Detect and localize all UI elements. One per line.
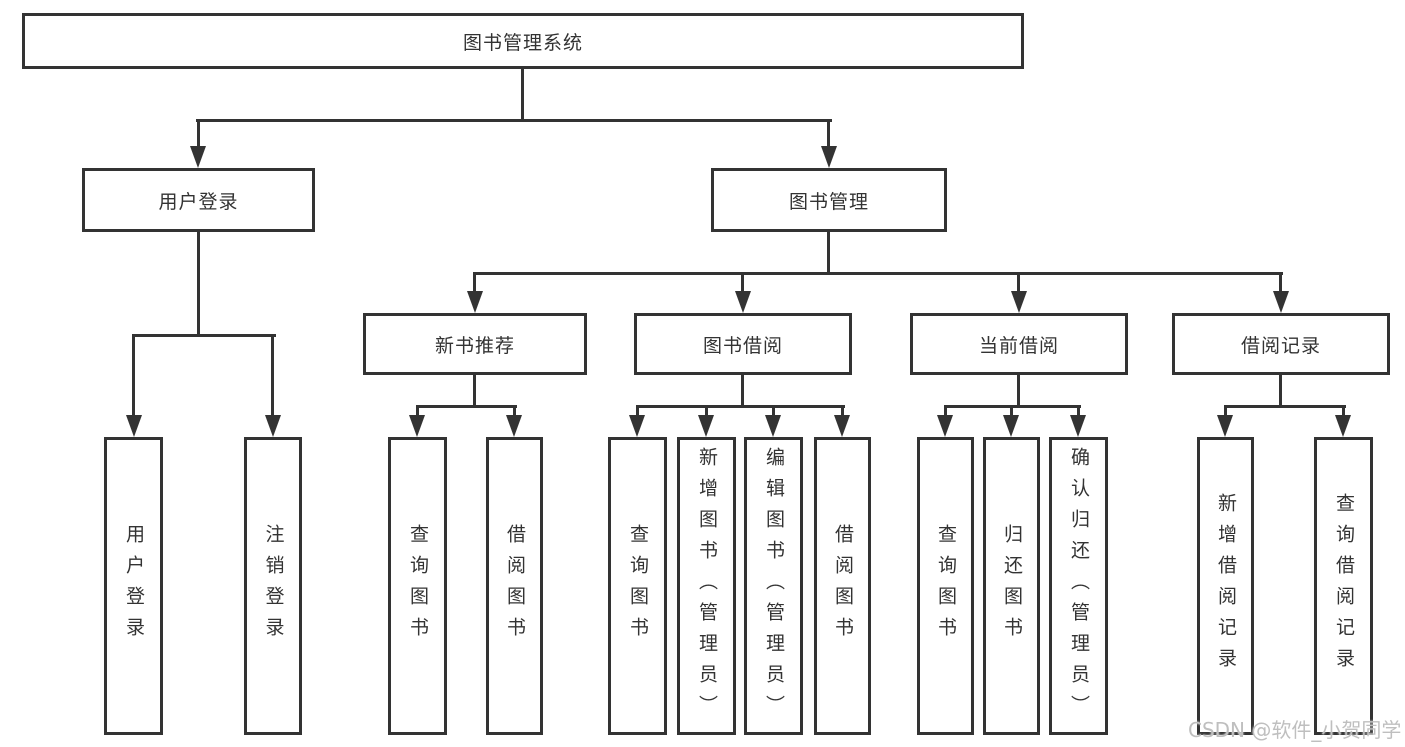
arrowhead-down-icon bbox=[506, 415, 522, 437]
node-query-books-current: 查询图书 bbox=[917, 437, 974, 735]
connector-recommend-split bbox=[416, 405, 517, 408]
node-add-books-admin: 新增图书（管理员） bbox=[677, 437, 736, 735]
connector-stem bbox=[1342, 405, 1345, 417]
arrowhead-down-icon bbox=[937, 415, 953, 437]
arrowhead-down-icon bbox=[190, 146, 206, 168]
node-current-borrowing: 当前借阅 bbox=[910, 313, 1128, 375]
connector-stem bbox=[827, 119, 830, 148]
node-book-management: 图书管理 bbox=[711, 168, 947, 232]
connector-stem bbox=[473, 272, 476, 293]
connector-stem bbox=[1077, 405, 1080, 417]
connector-records-split bbox=[1224, 405, 1346, 408]
arrowhead-down-icon bbox=[1273, 291, 1289, 313]
node-query-borrow-record: 查询借阅记录 bbox=[1314, 437, 1373, 735]
connector-bookmgmt-split bbox=[473, 272, 1283, 275]
connector-root-split bbox=[196, 119, 832, 122]
arrowhead-down-icon bbox=[834, 415, 850, 437]
arrowhead-down-icon bbox=[629, 415, 645, 437]
node-borrowing-records: 借阅记录 bbox=[1172, 313, 1390, 375]
node-borrow-books-borrowing: 借阅图书 bbox=[814, 437, 871, 735]
node-user-login: 用户登录 bbox=[82, 168, 315, 232]
csdn-watermark: CSDN @软件_小贺同学 bbox=[1188, 718, 1402, 742]
arrowhead-down-icon bbox=[1217, 415, 1233, 437]
arrowhead-down-icon bbox=[467, 291, 483, 313]
connector-stem bbox=[741, 272, 744, 293]
node-new-book-recommendation: 新书推荐 bbox=[363, 313, 587, 375]
node-user-login-action: 用户登录 bbox=[104, 437, 163, 735]
connector-stem bbox=[513, 405, 516, 417]
connector-userlogin-split bbox=[132, 334, 276, 337]
node-borrow-books-recommend: 借阅图书 bbox=[486, 437, 543, 735]
connector-stem bbox=[636, 405, 639, 417]
node-query-books-recommend: 查询图书 bbox=[388, 437, 447, 735]
connector-stem bbox=[1017, 272, 1020, 293]
connector-records-drop bbox=[1279, 373, 1282, 408]
node-add-borrow-record: 新增借阅记录 bbox=[1197, 437, 1254, 735]
arrowhead-down-icon bbox=[698, 415, 714, 437]
arrowhead-down-icon bbox=[765, 415, 781, 437]
connector-root-drop bbox=[521, 66, 524, 122]
arrowhead-down-icon bbox=[821, 146, 837, 168]
connector-stem bbox=[772, 405, 775, 417]
connector-stem bbox=[132, 334, 135, 416]
connector-stem bbox=[841, 405, 844, 417]
node-logout-action: 注销登录 bbox=[244, 437, 302, 735]
connector-stem bbox=[1224, 405, 1227, 417]
connector-stem bbox=[271, 334, 274, 416]
node-query-books-borrowing: 查询图书 bbox=[608, 437, 667, 735]
arrowhead-down-icon bbox=[1003, 415, 1019, 437]
connector-userlogin-drop bbox=[197, 230, 200, 336]
arrowhead-down-icon bbox=[735, 291, 751, 313]
node-return-books: 归还图书 bbox=[983, 437, 1040, 735]
arrowhead-down-icon bbox=[1011, 291, 1027, 313]
arrowhead-down-icon bbox=[1070, 415, 1086, 437]
node-edit-books-admin: 编辑图书（管理员） bbox=[744, 437, 803, 735]
node-confirm-return-admin: 确认归还（管理员） bbox=[1049, 437, 1108, 735]
connector-borrowing-split bbox=[636, 405, 845, 408]
node-book-borrowing: 图书借阅 bbox=[634, 313, 852, 375]
connector-stem bbox=[416, 405, 419, 417]
connector-recommend-drop bbox=[473, 373, 476, 408]
arrowhead-down-icon bbox=[265, 415, 281, 437]
connector-current-drop bbox=[1017, 373, 1020, 408]
connector-bookmgmt-drop bbox=[827, 230, 830, 274]
connector-stem bbox=[1279, 272, 1282, 293]
arrowhead-down-icon bbox=[409, 415, 425, 437]
node-library-management-system: 图书管理系统 bbox=[22, 13, 1024, 69]
connector-stem bbox=[944, 405, 947, 417]
arrowhead-down-icon bbox=[126, 415, 142, 437]
connector-stem bbox=[1010, 405, 1013, 417]
connector-stem bbox=[705, 405, 708, 417]
arrowhead-down-icon bbox=[1335, 415, 1351, 437]
connector-borrowing-drop bbox=[741, 373, 744, 408]
connector-stem bbox=[197, 119, 200, 148]
